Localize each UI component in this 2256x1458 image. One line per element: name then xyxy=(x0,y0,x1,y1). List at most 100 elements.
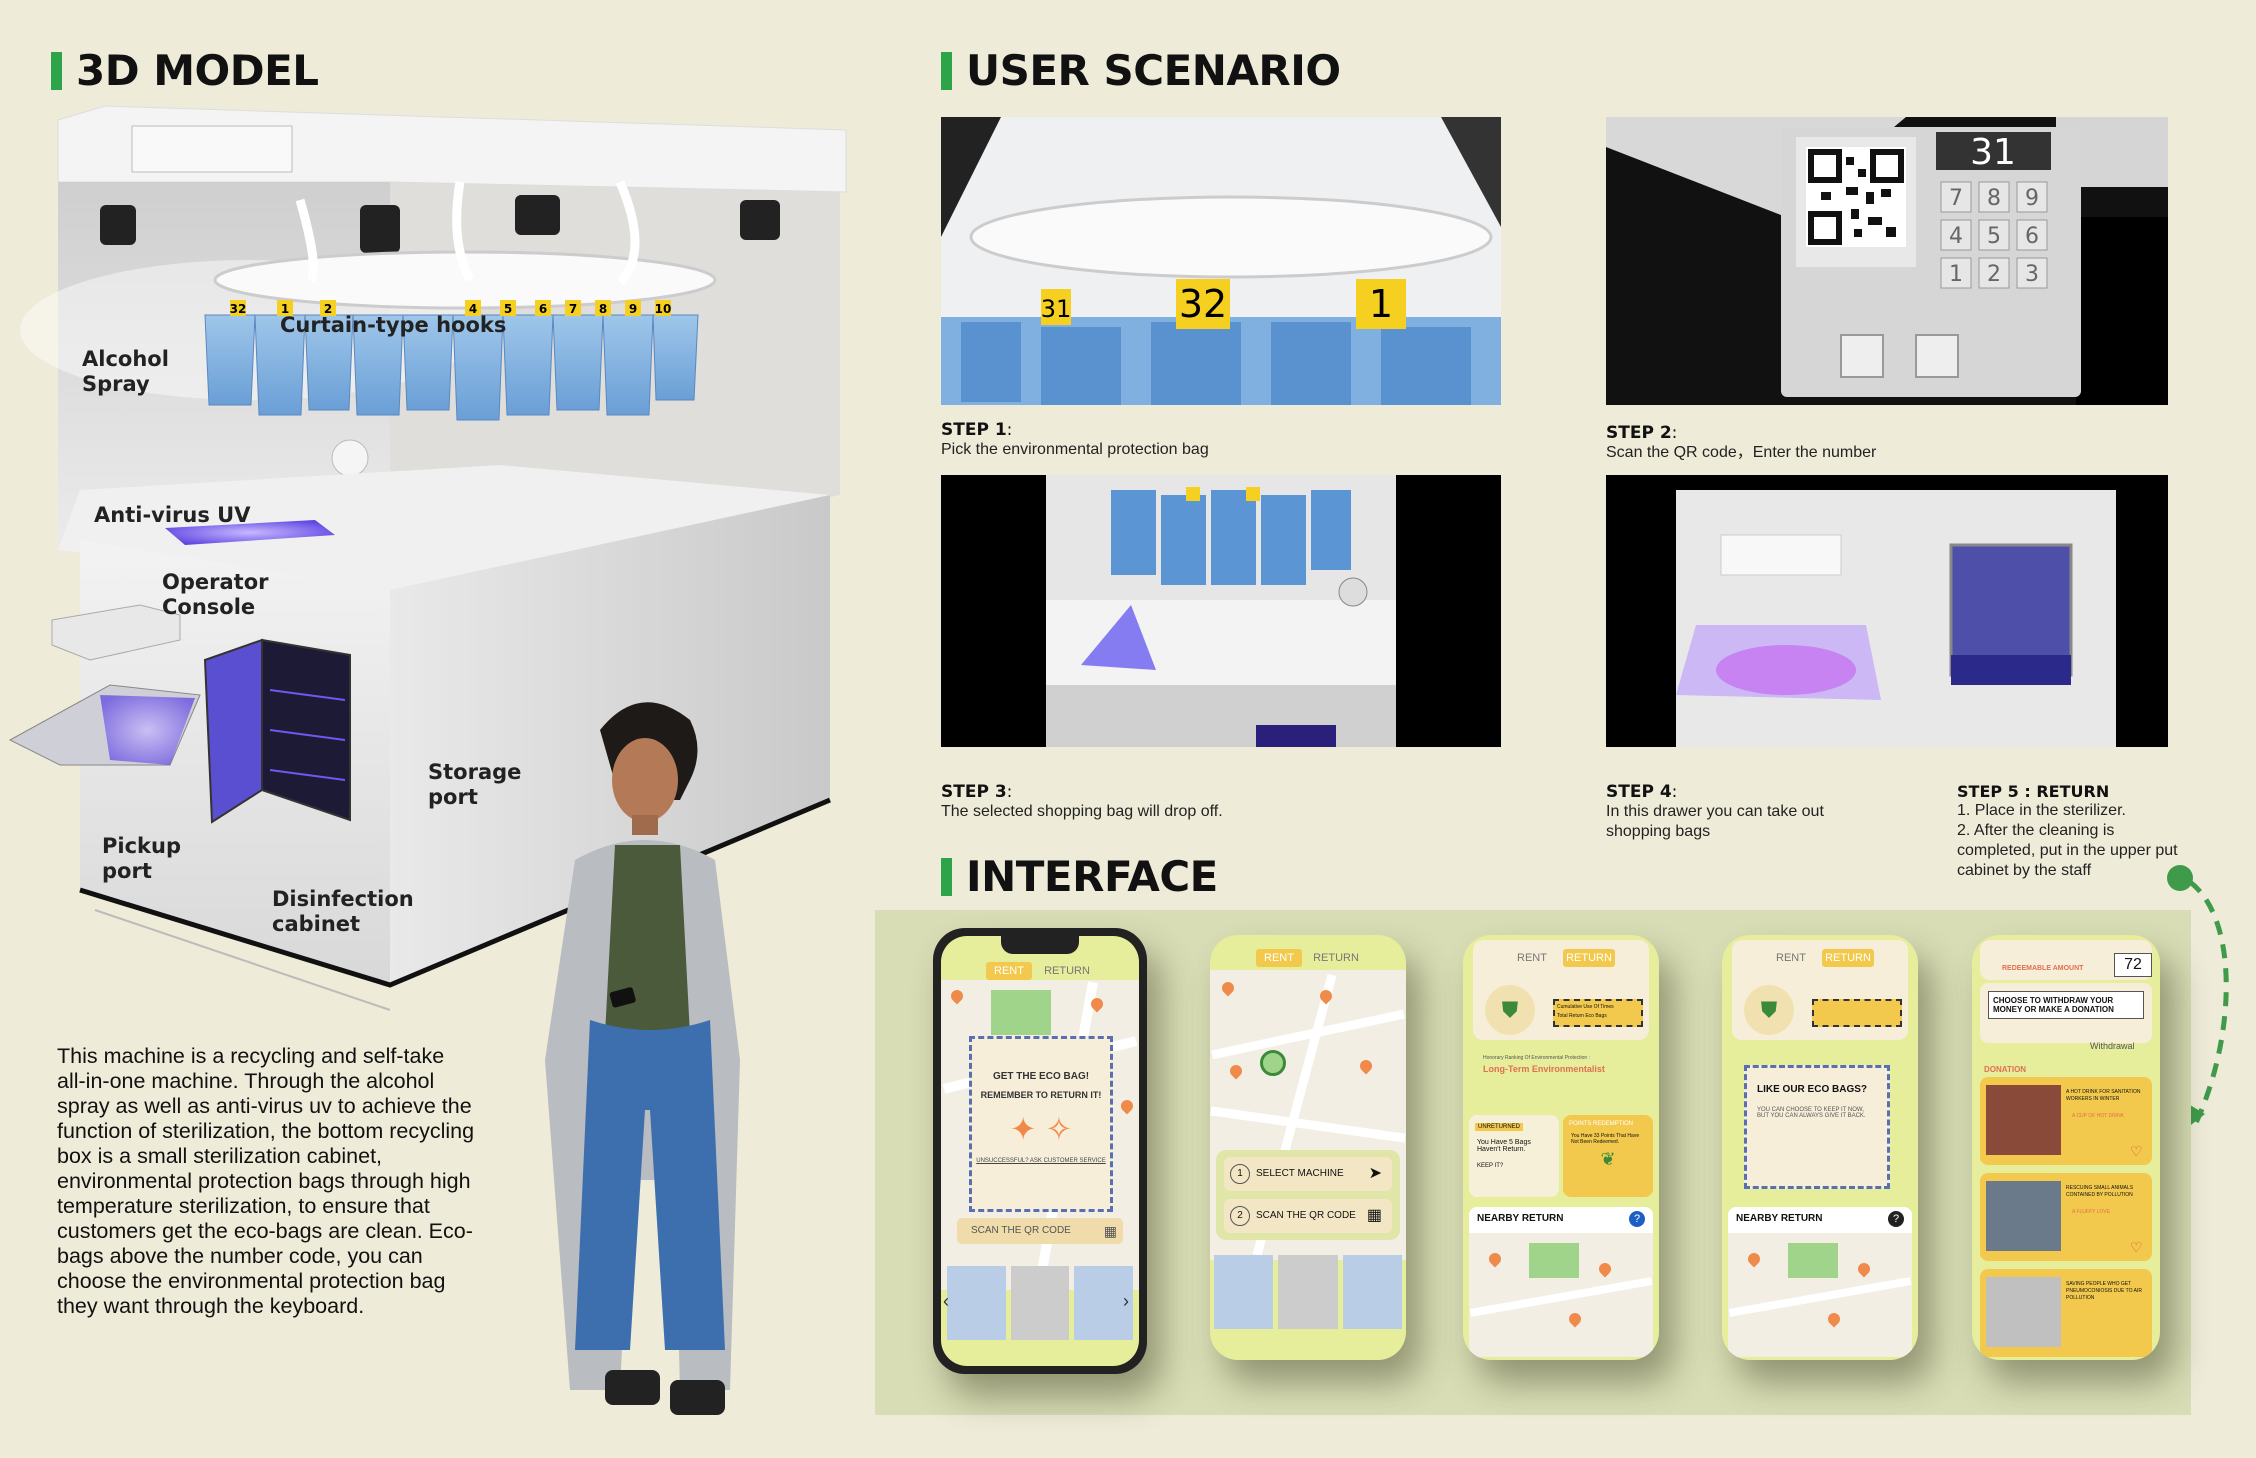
svg-text:8: 8 xyxy=(1987,186,2001,211)
svg-text:32: 32 xyxy=(1179,282,1227,326)
points-card[interactable]: POINTS REDEMPTION You Have 33 Points Tha… xyxy=(1563,1115,1653,1197)
svg-text:5: 5 xyxy=(504,302,512,316)
label-anti-virus-uv: Anti-virus UV xyxy=(94,503,251,527)
heart-icon[interactable]: ♡ xyxy=(2130,1239,2143,1255)
step3-image xyxy=(941,475,1501,747)
hook-tag: 8 xyxy=(595,300,611,316)
svg-text:1: 1 xyxy=(281,302,289,316)
svg-text:5: 5 xyxy=(1987,224,2001,249)
svg-text:10: 10 xyxy=(655,302,672,316)
hook-tag: 9 xyxy=(625,300,641,316)
tab-return[interactable]: RETURN xyxy=(1044,965,1090,977)
display-panel xyxy=(131,125,293,173)
svg-text:31: 31 xyxy=(1970,132,2016,173)
machine-description: This machine is a recycling and self-tak… xyxy=(57,1044,475,1318)
tab-return[interactable]: RETURN xyxy=(1822,949,1874,967)
title-accent-bar xyxy=(51,52,62,90)
donation-item[interactable]: SAVING PEOPLE WHO GET PNEUMOCONIOSIS DUE… xyxy=(1980,1269,2152,1357)
tab-rent[interactable]: RENT xyxy=(1256,949,1302,967)
bag-tag xyxy=(1356,279,1406,329)
donation-item[interactable]: RESCUING SMALL ANIMALS CONTAINED BY POLL… xyxy=(1980,1173,2152,1261)
hook-tag: 7 xyxy=(565,300,581,316)
step5-text: 1. Place in the sterilizer. 2. After the… xyxy=(1957,802,2178,879)
step-carousel[interactable] xyxy=(947,1266,1134,1340)
tab-rent[interactable]: RENT xyxy=(986,962,1032,980)
navigation-arrow-icon: ➤ xyxy=(1368,1165,1382,1182)
sprout-icon: ❦ xyxy=(1600,1149,1616,1169)
tab-return[interactable]: RETURN xyxy=(1563,949,1615,967)
svg-text:31: 31 xyxy=(1041,295,1072,323)
qr-icon: ▦ xyxy=(1366,1207,1382,1224)
shield-badge-icon: ⛊ xyxy=(1744,985,1794,1035)
shield-badge-icon: ⛊ xyxy=(1485,985,1535,1035)
step1-title: STEP 1: xyxy=(941,420,1013,440)
withdraw-prompt: CHOOSE TO WITHDRAW YOUR MONEY OR MAKE A … xyxy=(1988,991,2144,1019)
phone-donation: REDEEMABLE AMOUNT 72 CHOOSE TO WITHDRAW … xyxy=(1972,935,2160,1360)
tab-rent[interactable]: RENT xyxy=(1776,952,1806,964)
label-disinfection-cabinet: Disinfection cabinet xyxy=(272,887,414,936)
chevron-right-icon[interactable]: › xyxy=(1123,1291,1129,1311)
nearby-return-panel[interactable]: NEARBY RETURN ? xyxy=(1728,1207,1912,1357)
hook-tag: 2 xyxy=(320,300,336,316)
step4-title: STEP 4: xyxy=(1606,782,1678,802)
success-popup: GET THE ECO BAG! REMEMBER TO RETURN IT! … xyxy=(969,1036,1113,1212)
step2-text: Scan the QR code，Enter the number xyxy=(1606,444,1877,461)
svg-text:8: 8 xyxy=(599,302,607,316)
section-title-user-scenario: USER SCENARIO xyxy=(941,50,1341,92)
tab-rent[interactable]: RENT xyxy=(1517,952,1547,964)
label-storage-port: Storage port xyxy=(428,760,522,809)
chevron-left-icon[interactable]: ‹ xyxy=(943,1291,949,1311)
svg-text:9: 9 xyxy=(629,302,637,316)
section-title-interface: INTERFACE xyxy=(941,856,1218,898)
step4-text: In this drawer you can take out shopping… xyxy=(1606,803,1824,840)
section-title-3d-model: 3D MODEL xyxy=(51,50,319,92)
label-pickup-port: Pickup port xyxy=(102,834,181,883)
label-operator-console: Operator Console xyxy=(162,570,269,619)
redeemable-amount: 72 xyxy=(2114,953,2152,977)
donation-item[interactable]: A HOT DRINK FOR SANITATION WORKERS IN WI… xyxy=(1980,1077,2152,1165)
withdrawal-button[interactable]: Withdrawal xyxy=(2090,1041,2135,1051)
hook-tag: 5 xyxy=(500,300,516,316)
step3-text: The selected shopping bag will drop off. xyxy=(941,803,1223,820)
hook-tag: 10 xyxy=(655,300,672,316)
party-popper-icon: ✦ ✧ xyxy=(1009,1111,1073,1147)
location-marker xyxy=(1260,1050,1286,1076)
number-display xyxy=(1936,132,2051,170)
svg-text:9: 9 xyxy=(2025,186,2039,211)
donation-label: DONATION xyxy=(1984,1065,2027,1074)
nearby-return-panel[interactable]: NEARBY RETURN ? xyxy=(1469,1207,1653,1357)
step1-image: 31 32 1 xyxy=(941,117,1501,405)
svg-text:32: 32 xyxy=(230,302,247,316)
svg-text:2: 2 xyxy=(324,302,332,316)
label-alcohol-spray: Alcohol Spray xyxy=(82,347,169,396)
step4-image xyxy=(1606,475,2168,747)
label-curtain-hooks: Curtain-type hooks xyxy=(280,313,507,337)
phone-rent-success: RENT RETURN GET THE ECO BAG! REMEMBER TO… xyxy=(933,928,1147,1374)
step3-title: STEP 3: xyxy=(941,782,1013,802)
heart-icon[interactable]: ♡ xyxy=(2130,1143,2143,1159)
step5-title: STEP 5 : RETURN xyxy=(1957,782,2110,801)
user-figure xyxy=(545,702,740,1415)
scan-qr-button[interactable]: SCAN THE QR CODE▦ xyxy=(957,1218,1123,1244)
help-icon[interactable]: ? xyxy=(1629,1211,1645,1227)
qr-code xyxy=(1806,147,1906,247)
customer-service-link[interactable]: UNSUCCESSFUL? ASK CUSTOMER SERVICE xyxy=(976,1158,1106,1164)
svg-text:3: 3 xyxy=(2025,262,2039,287)
title-accent-bar xyxy=(941,52,952,90)
svg-text:7: 7 xyxy=(1949,186,1963,211)
help-icon[interactable]: ? xyxy=(1888,1211,1904,1227)
phone-return-popup: RENT RETURN ⛊ LIKE OUR ECO BAGS? YOU CAN… xyxy=(1722,935,1918,1360)
keep-it-button[interactable]: KEEP IT? xyxy=(1477,1163,1504,1169)
disinfection-cabinet xyxy=(261,638,351,822)
step-carousel[interactable] xyxy=(1214,1255,1402,1329)
hook-tag: 1 xyxy=(277,300,293,316)
tab-return[interactable]: RETURN xyxy=(1313,952,1359,964)
unreturned-card[interactable]: UNRETURNED You Have 5 Bags Haven't Retur… xyxy=(1469,1115,1559,1197)
rank-title: Long-Term Environmentalist xyxy=(1483,1064,1605,1074)
hook-tag: 4 xyxy=(465,300,481,316)
